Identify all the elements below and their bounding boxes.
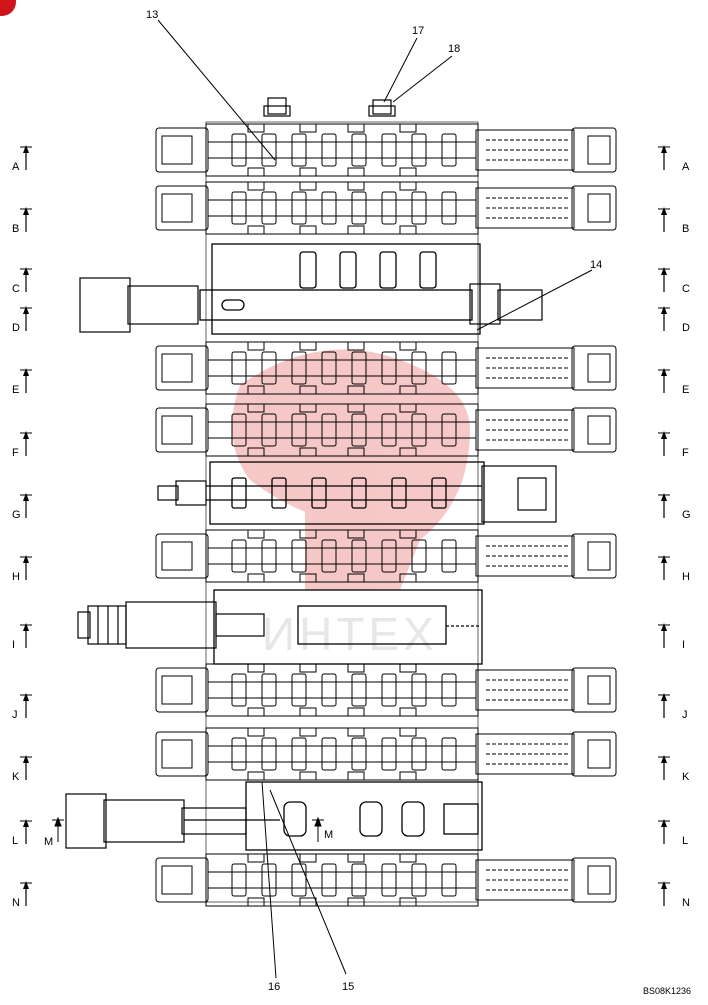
body-outline xyxy=(205,121,479,903)
section-marker-label: I xyxy=(682,639,685,651)
section-marker-g-left: G xyxy=(12,493,32,521)
spool-section xyxy=(155,853,617,907)
section-markers: A A B B C C D D E E F F G G H H I I J J K K L L N N xyxy=(12,145,691,909)
spool-section xyxy=(155,123,617,177)
section-marker-j-left: J xyxy=(12,693,32,721)
section-marker-label: A xyxy=(682,161,690,173)
callout-16: 16 xyxy=(268,981,280,993)
callout-18: 18 xyxy=(448,43,460,55)
callout-17: 17 xyxy=(412,25,424,37)
spool-section xyxy=(155,181,617,235)
section-marker-label: K xyxy=(682,771,690,783)
section-marker-label: D xyxy=(12,322,20,334)
section-marker-f-right: F xyxy=(658,431,689,459)
section-marker-j-right: J xyxy=(658,693,688,721)
section-marker-label: C xyxy=(12,283,20,295)
section-marker-label: I xyxy=(12,639,15,651)
section-marker-k-right: K xyxy=(658,755,690,783)
side-attachments xyxy=(65,277,557,849)
callout-15: 15 xyxy=(342,981,354,993)
figure-caption: BS08K1236 xyxy=(643,986,691,996)
section-marker-h-left: H xyxy=(12,555,32,583)
section-marker-label: G xyxy=(12,509,21,521)
section-marker-label: E xyxy=(12,384,19,396)
spool-section xyxy=(155,663,617,717)
section-marker-label: L xyxy=(12,835,18,847)
spool-section xyxy=(155,403,617,457)
marker-m-center: M xyxy=(324,829,333,841)
section-marker-l-left: L xyxy=(12,819,32,847)
section-marker-e-right: E xyxy=(658,368,689,396)
section-marker-label: F xyxy=(12,447,19,459)
spool-section xyxy=(155,727,617,781)
marker-m-left: M xyxy=(44,836,53,848)
corner-badge xyxy=(0,0,16,16)
section-marker-label: G xyxy=(682,509,691,521)
callout-leaders xyxy=(157,19,593,979)
section-marker-b-right: B xyxy=(658,207,689,235)
callout-14: 14 xyxy=(590,259,602,271)
section-marker-e-left: E xyxy=(12,368,32,396)
section-marker-d-left: D xyxy=(12,306,32,334)
section-marker-g-right: G xyxy=(658,493,691,521)
spool-section xyxy=(155,529,617,583)
inner-m-markers xyxy=(52,816,324,842)
section-marker-label: E xyxy=(682,384,689,396)
section-marker-b-left: B xyxy=(12,207,32,235)
section-marker-n-right: N xyxy=(658,881,690,909)
watermark-text: ИНТЕХ xyxy=(262,608,438,660)
section-marker-i-right: I xyxy=(658,623,685,651)
section-marker-label: L xyxy=(682,835,688,847)
section-marker-c-right: C xyxy=(658,267,690,295)
section-marker-l-right: L xyxy=(658,819,688,847)
spool-sections xyxy=(155,123,617,907)
section-marker-d-right: D xyxy=(658,306,690,334)
section-marker-a-left: A xyxy=(12,145,32,173)
section-marker-label: B xyxy=(682,223,689,235)
section-marker-label: B xyxy=(12,223,19,235)
top-fittings xyxy=(263,97,396,117)
section-marker-label: F xyxy=(682,447,689,459)
section-marker-k-left: K xyxy=(12,755,32,783)
section-marker-label: H xyxy=(12,571,20,583)
section-marker-label: J xyxy=(12,709,18,721)
section-marker-label: A xyxy=(12,161,20,173)
section-marker-label: H xyxy=(682,571,690,583)
section-marker-n-left: N xyxy=(12,881,32,909)
callout-13: 13 xyxy=(146,9,158,21)
section-marker-label: N xyxy=(12,897,20,909)
section-marker-h-right: H xyxy=(658,555,690,583)
section-marker-label: D xyxy=(682,322,690,334)
section-marker-label: N xyxy=(682,897,690,909)
section-marker-a-right: A xyxy=(658,145,690,173)
section-marker-i-left: I xyxy=(12,623,32,651)
section-marker-label: C xyxy=(682,283,690,295)
section-marker-label: J xyxy=(682,709,688,721)
section-marker-c-left: C xyxy=(12,267,32,295)
callout-labels: 13 14 15 16 17 18 xyxy=(146,9,602,993)
spool-section xyxy=(155,341,617,395)
section-marker-f-left: F xyxy=(12,431,32,459)
section-marker-label: K xyxy=(12,771,20,783)
